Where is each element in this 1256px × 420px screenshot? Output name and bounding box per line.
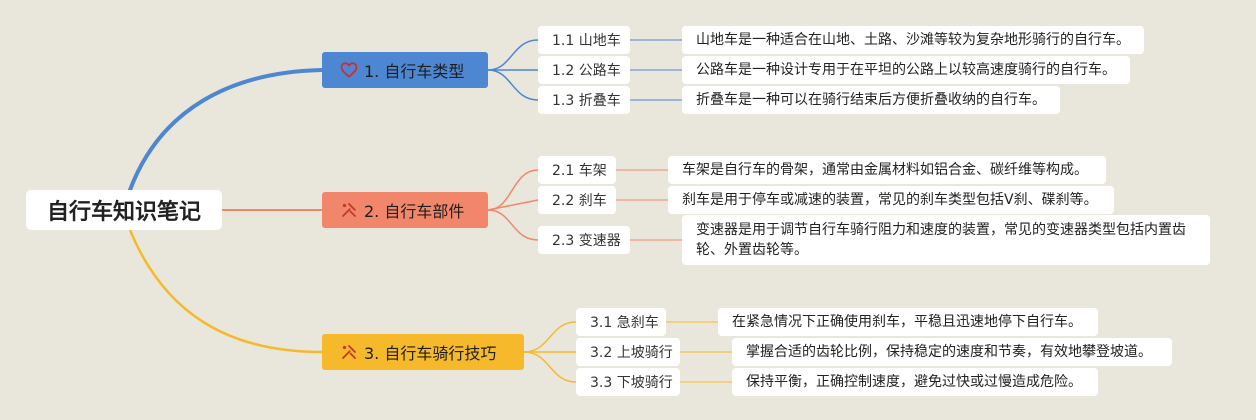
- subtopic-3-2[interactable]: 3.2 上坡骑行: [576, 338, 680, 366]
- branch-label: 3. 自行车骑行技巧: [364, 344, 497, 363]
- link-b3-s1: [523, 321, 577, 353]
- branch-3[interactable]: 3. 自行车骑行技巧: [322, 334, 524, 370]
- branch-label: 1. 自行车类型: [364, 62, 465, 81]
- description-2-1[interactable]: 车架是自行车的骨架，通常由金属材料如铝合金、碳纤维等构成。: [668, 156, 1106, 184]
- heart-icon: [340, 61, 358, 79]
- link-root-branch-3: [128, 229, 323, 354]
- subtopic-1-2[interactable]: 1.2 公路车: [538, 56, 630, 84]
- tools-icon: [340, 201, 358, 219]
- description-1-3[interactable]: 折叠车是一种可以在骑行结束后方便折叠收纳的自行车。: [682, 86, 1060, 114]
- link-b2-s2: [487, 199, 539, 211]
- subtopic-3-1[interactable]: 3.1 急刹车: [576, 308, 666, 336]
- tools-icon: [340, 343, 358, 361]
- subtopic-1-1[interactable]: 1.1 山地车: [538, 26, 630, 54]
- branch-2[interactable]: 2. 自行车部件: [322, 192, 488, 228]
- description-2-2[interactable]: 刹车是用于停车或减速的装置，常见的刹车类型包括V刹、碟刹等。: [668, 186, 1114, 214]
- link-b1-s1: [487, 39, 539, 71]
- description-2-3[interactable]: 变速器是用于调节自行车骑行阻力和速度的装置，常见的变速器类型包括内置齿轮、外置齿…: [682, 215, 1210, 265]
- root-topic[interactable]: 自行车知识笔记: [26, 190, 222, 230]
- link-b1-s3: [487, 69, 539, 101]
- subtopic-2-1[interactable]: 2.1 车架: [538, 156, 616, 184]
- description-3-2[interactable]: 掌握合适的齿轮比例，保持稳定的速度和节奏，有效地攀登坡道。: [732, 338, 1172, 366]
- branch-label: 2. 自行车部件: [364, 202, 465, 221]
- subtopic-1-3[interactable]: 1.3 折叠车: [538, 86, 630, 114]
- subtopic-2-3[interactable]: 2.3 变速器: [538, 226, 630, 254]
- subtopic-3-3[interactable]: 3.3 下坡骑行: [576, 368, 680, 396]
- link-root-branch-1: [128, 68, 324, 192]
- subtopic-2-2[interactable]: 2.2 刹车: [538, 186, 616, 214]
- link-b3-s3: [523, 351, 577, 383]
- description-3-3[interactable]: 保持平衡，正确控制速度，避免过快或过慢造成危险。: [732, 368, 1098, 396]
- link-b2-s3: [487, 209, 539, 241]
- description-3-1[interactable]: 在紧急情况下正确使用刹车，平稳且迅速地停下自行车。: [718, 308, 1098, 336]
- link-b2-s1: [487, 169, 539, 211]
- description-1-2[interactable]: 公路车是一种设计专用于在平坦的公路上以较高速度骑行的自行车。: [682, 56, 1130, 84]
- description-1-1[interactable]: 山地车是一种适合在山地、土路、沙滩等较为复杂地形骑行的自行车。: [682, 26, 1144, 54]
- branch-1[interactable]: 1. 自行车类型: [322, 52, 488, 88]
